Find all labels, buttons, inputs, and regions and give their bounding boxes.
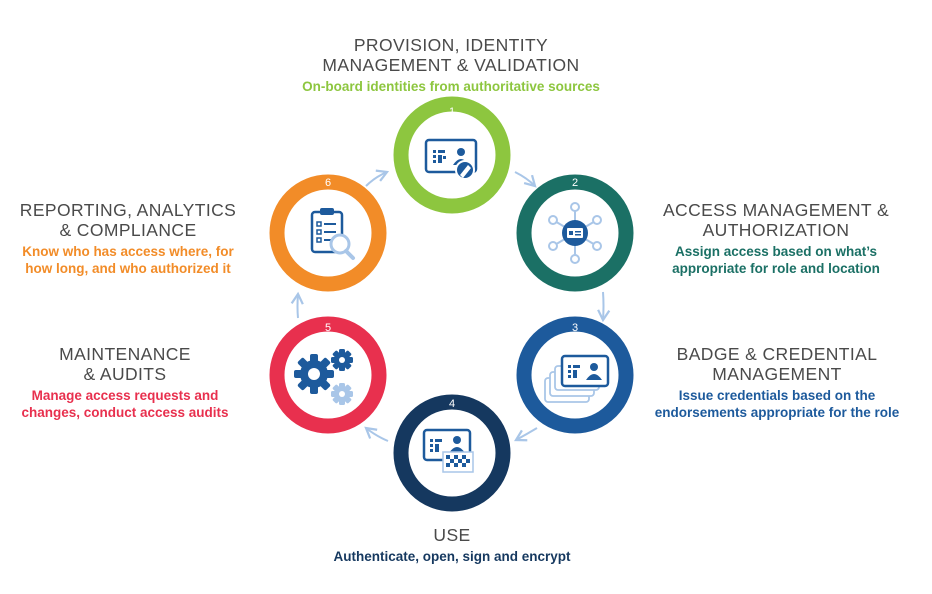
stage-2-title-line2: AUTHORIZATION [702,220,850,240]
stage-5-description-line1: Manage access requests and [31,388,219,403]
stage-3-description-line1: Issue credentials based on the [678,388,876,403]
stacked-cards-icon [544,354,610,403]
stage-1-title-line1: PROVISION, IDENTITY [353,35,549,55]
arrow-3-to-4 [514,427,538,442]
stage-2-label: ACCESS MANAGEMENT & AUTHORIZATION Assign… [636,200,916,277]
stage-4-label: USE Authenticate, open, sign and encrypt [282,525,622,565]
stage-6-description-line1: Know who has access where, for [22,244,234,259]
stage-2-description-line2: appropriate for role and location [672,261,880,276]
stage-4-title: USE [433,525,471,545]
stage-6-description-line2: how long, and who authorized it [25,261,231,276]
gears-icon [294,349,353,405]
stage-5-description-line2: changes, conduct access audits [21,405,229,420]
stage-6-number: 6 [325,177,331,189]
stage-5-number: 5 [325,322,331,334]
stage-6-title-line1: REPORTING, ANALYTICS [19,200,237,220]
stage-2-description-line1: Assign access based on what’s [674,244,878,259]
stage-3-ring: 3 [516,316,634,434]
stage-1-number: 1 [449,106,455,118]
stage-1-ring: 1 [393,96,511,214]
stage-3-title-line1: BADGE & CREDENTIAL [676,344,878,364]
stage-1-description: On-board identities from authoritative s… [302,79,600,94]
stage-4-description: Authenticate, open, sign and encrypt [333,549,571,564]
stage-3-label: BADGE & CREDENTIAL MANAGEMENT Issue cred… [626,344,928,421]
stage-2-number: 2 [572,177,578,189]
stage-2-title-line1: ACCESS MANAGEMENT & [662,200,890,220]
stage-5-title-line2: & AUDITS [83,364,167,384]
stage-6-title-line2: & COMPLIANCE [59,220,197,240]
stage-5-title-line1: MAINTENANCE [59,344,191,364]
stage-5-label: MAINTENANCE & AUDITS Manage access reque… [0,344,250,421]
stage-1-label: PROVISION, IDENTITY MANAGEMENT & VALIDAT… [246,35,656,95]
id-card-qr-icon [422,428,474,473]
stage-4-number: 4 [449,398,455,410]
stage-6-ring: 6 [269,174,387,292]
stage-3-title-line2: MANAGEMENT [712,364,842,384]
arrow-5-to-6 [290,291,304,319]
arrow-1-to-2 [514,171,537,188]
stage-3-description-line2: endorsements appropriate for the role [654,405,900,420]
stage-4-ring: 4 [393,394,511,512]
arrow-4-to-5 [364,426,389,442]
clipboard-magnifier-icon [310,208,355,260]
arrow-6-to-1 [365,169,390,187]
network-card-icon [548,202,602,264]
stage-5-ring: 5 [269,316,387,434]
flow-arrows [290,169,611,442]
arrow-2-to-3 [597,291,611,323]
stage-3-number: 3 [572,322,578,334]
id-card-pencil-icon [424,138,478,180]
stage-1-title-line2: MANAGEMENT & VALIDATION [322,55,580,75]
stage-2-ring: 2 [516,174,634,292]
stage-6-label: REPORTING, ANALYTICS & COMPLIANCE Know w… [0,200,256,277]
